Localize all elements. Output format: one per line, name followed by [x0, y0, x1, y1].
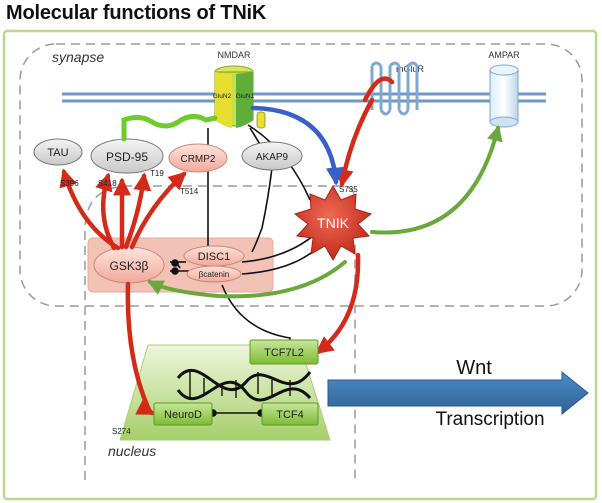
nucleus-label: nucleus: [108, 443, 156, 459]
tau-node[interactable]: TAU: [33, 138, 83, 166]
crmp2-label: CRMP2: [180, 154, 215, 165]
psd95-nmdar-link: [121, 114, 218, 142]
tnik-label: TNIK: [317, 215, 350, 231]
green-arrows: [147, 124, 503, 299]
nmdar-tnik-arrow: [250, 105, 344, 186]
bcatenin-label: βcatenin: [199, 270, 229, 279]
akap9-label: AKAP9: [256, 152, 289, 163]
site-s418: S418: [98, 179, 117, 188]
neurod-node[interactable]: NeuroD: [153, 402, 213, 426]
tcf7l2-label: TCF7L2: [264, 347, 304, 359]
gsk3b-label: GSK3β: [110, 259, 149, 273]
site-s735: S735: [339, 185, 358, 194]
page-title: Molecular functions of TNiK: [6, 2, 267, 24]
phospho-site-labels: S396 S418 T19 T514 S735 S274: [60, 169, 358, 436]
site-s274: S274: [112, 427, 131, 436]
disc1-label: DISC1: [198, 251, 230, 263]
mglur-label: mGluR: [396, 64, 425, 74]
bcatenin-node[interactable]: βcatenin: [186, 265, 242, 283]
plasma-membrane: [62, 92, 546, 103]
disc1-node[interactable]: DISC1: [183, 245, 245, 267]
neurod-label: NeuroD: [164, 409, 202, 421]
site-s396: S396: [60, 179, 79, 188]
synapse-region: [19, 43, 583, 307]
nmdar-label: NMDAR: [218, 50, 251, 60]
crmp2-node[interactable]: CRMP2: [168, 143, 228, 173]
mglur-receptor[interactable]: mGluR: [370, 61, 425, 116]
nmdar-tail: [256, 111, 266, 129]
synapse-label: synapse: [52, 49, 104, 65]
ampar-label: AMPAR: [488, 50, 520, 60]
tcf4-node[interactable]: TCF4: [261, 402, 319, 426]
glun2-label: GluN2: [213, 93, 232, 100]
red-arrows: [59, 76, 395, 416]
site-t514: T514: [180, 187, 199, 196]
tcf4-label: TCF4: [276, 409, 304, 421]
akap9-node[interactable]: AKAP9: [241, 141, 303, 171]
transcription-label: Transcription: [435, 409, 544, 430]
psd95-label: PSD-95: [106, 150, 148, 164]
ampar-receptor[interactable]: AMPAR: [488, 50, 520, 128]
psd95-node[interactable]: PSD-95: [90, 138, 164, 174]
wnt-label: Wnt: [456, 357, 492, 379]
dna-helix-icon: [176, 369, 312, 402]
nmdar-receptor[interactable]: NMDAR GluN2 GluN1: [213, 50, 255, 128]
glun1-label: GluN1: [236, 93, 255, 100]
gsk3b-node[interactable]: GSK3β: [93, 246, 165, 284]
outer-frame: [2, 29, 598, 501]
site-t19: T19: [150, 169, 164, 178]
tnik-node[interactable]: TNIK: [293, 184, 373, 262]
wnt-transcription-arrow: [327, 370, 589, 416]
tau-label: TAU: [47, 147, 68, 159]
tcf7l2-node[interactable]: TCF7L2: [249, 339, 319, 365]
